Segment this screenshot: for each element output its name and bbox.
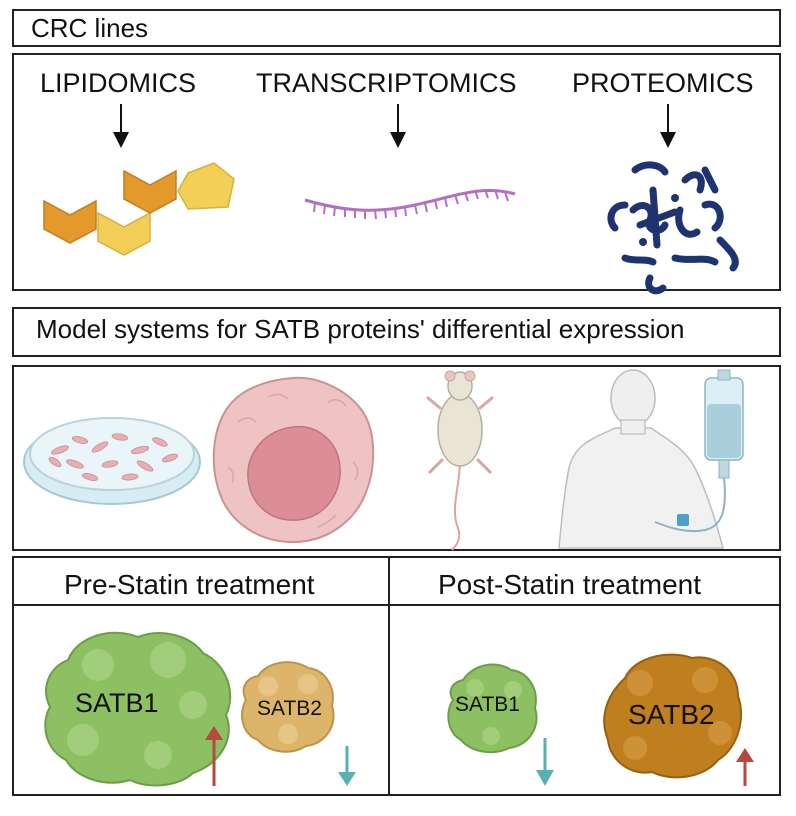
treatment-divider <box>388 556 390 796</box>
omics-arrows <box>113 104 676 148</box>
mouse-icon <box>426 370 494 551</box>
pre-satb2-down-arrow <box>338 746 356 786</box>
pre-satb1-blob <box>44 631 232 787</box>
protein-icon <box>607 161 739 295</box>
petri-dish-icon <box>23 417 201 505</box>
post-statin-title: Post-Statin treatment <box>438 569 702 600</box>
model-systems-title-box <box>12 307 781 357</box>
pre-satb1-up-arrow <box>205 726 223 786</box>
crc-lines-title: CRC lines <box>31 13 149 43</box>
lipidomics-label: LIPIDOMICS <box>40 68 197 98</box>
pre-satb1-label: SATB1 <box>75 688 159 718</box>
rna-strand-icon <box>304 188 516 220</box>
post-satb1-blob <box>447 663 538 754</box>
omics-box <box>12 53 781 291</box>
human-iv-icon <box>558 369 744 549</box>
pre-satb2-label: SATB2 <box>257 697 322 720</box>
post-satb2-label: SATB2 <box>628 699 715 730</box>
post-satb2-up-arrow <box>736 748 754 786</box>
post-satb1-label: SATB1 <box>455 693 520 716</box>
transcriptomics-label: TRANSCRIPTOMICS <box>256 68 517 98</box>
pre-satb2-blob <box>241 661 335 753</box>
post-satb1-down-arrow <box>536 738 554 786</box>
lipid-hexagon-icon <box>43 162 235 256</box>
model-systems-title: Model systems for SATB proteins' differe… <box>36 314 685 344</box>
treatment-content-box <box>12 604 781 796</box>
tumor-spheroid-icon <box>212 376 375 544</box>
crc-lines-header-box <box>12 9 781 47</box>
proteomics-label: PROTEOMICS <box>572 68 754 98</box>
pre-statin-title: Pre-Statin treatment <box>64 569 315 600</box>
post-satb2-blob <box>603 653 743 779</box>
model-systems-box <box>12 365 781 551</box>
